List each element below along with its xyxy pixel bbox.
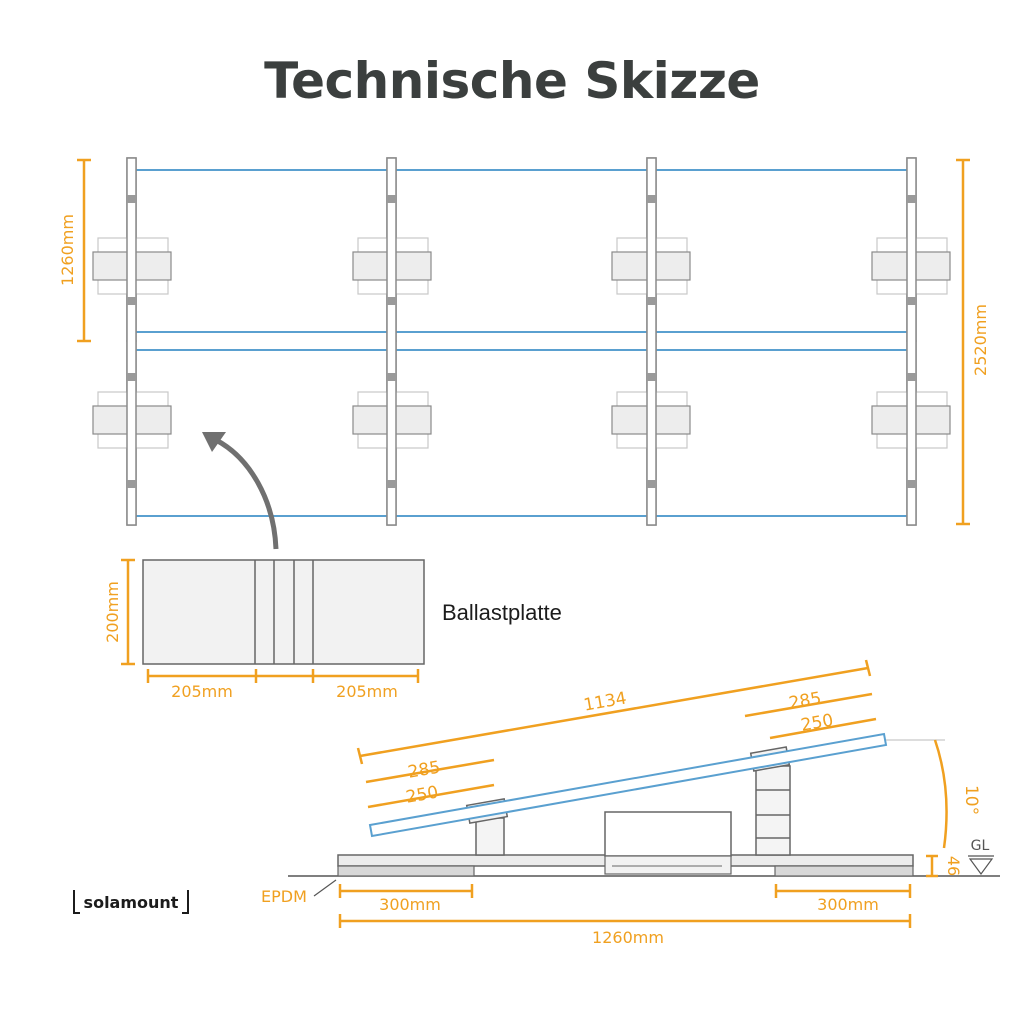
dimension-label-205-left: 205mm (171, 682, 233, 701)
panel (133, 169, 389, 333)
dimension-line-46 (926, 854, 938, 878)
dimension-label-rear-250: 250 (799, 710, 834, 735)
brand-logo: solamount (73, 890, 189, 914)
dimension-label-46: 46 (944, 856, 963, 876)
dimension-line-300 (338, 884, 912, 898)
angle-label: 10° (961, 785, 981, 815)
dimension-label-200: 200mm (103, 581, 122, 643)
panel (653, 169, 909, 333)
dimension-label-2520: 2520mm (971, 304, 990, 376)
dimension-line-1134 (356, 659, 872, 765)
dimension-label-300-right: 300mm (817, 895, 879, 914)
dimension-line-2520 (956, 158, 970, 526)
dimension-line-1260 (77, 158, 91, 343)
arrow-icon (202, 432, 279, 550)
solar-panel (368, 732, 888, 838)
dimension-line-1260-side (338, 914, 912, 928)
brand-name: solamount (84, 893, 179, 912)
panel (393, 349, 649, 517)
dimension-label-front-285: 285 (406, 757, 441, 782)
dimension-label-front-250: 250 (404, 782, 439, 807)
dimension-label-205-right: 205mm (336, 682, 398, 701)
dimension-line-front (365, 758, 495, 809)
ground-level-icon (968, 855, 994, 876)
dimension-label-300-left: 300mm (379, 895, 441, 914)
side-view: 1134 285 250 285 250 10° 46 GL (261, 659, 1000, 947)
dimension-line-205 (146, 669, 420, 683)
epdm-pointer (313, 879, 337, 897)
ballast-plate (142, 559, 425, 665)
ballast-label: Ballastplatte (442, 600, 562, 625)
dimension-label-1260-side: 1260mm (592, 928, 664, 947)
panel (393, 169, 649, 333)
top-view: 1260mm 2520mm (58, 157, 990, 550)
dimension-label-rear-285: 285 (787, 688, 822, 713)
dimension-label-1260: 1260mm (58, 214, 77, 286)
ground-label: GL (971, 838, 990, 854)
dimension-line-200 (121, 558, 135, 666)
angle-arc (886, 739, 948, 849)
page-title: Technische Skizze (264, 52, 760, 110)
epdm-label: EPDM (261, 887, 307, 906)
dimension-line-rear (744, 692, 877, 740)
panel (653, 349, 909, 517)
